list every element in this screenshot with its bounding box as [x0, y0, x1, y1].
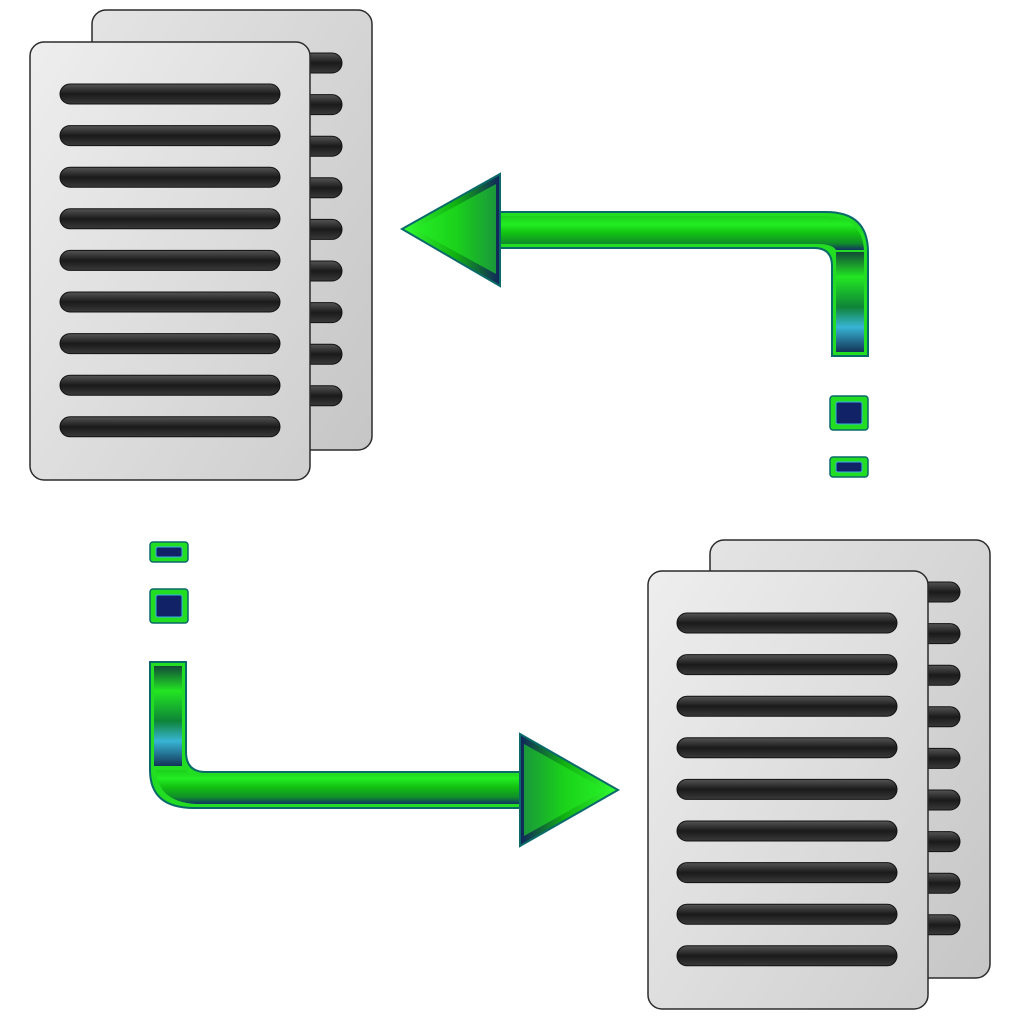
text-line — [676, 862, 898, 884]
text-line — [59, 291, 281, 313]
front-page — [29, 41, 311, 481]
arrow-dot — [829, 456, 869, 478]
text-line — [676, 654, 898, 676]
text-line — [59, 374, 281, 396]
front-page — [647, 570, 929, 1010]
bottom-right-document-stack — [647, 539, 991, 1010]
text-line — [676, 903, 898, 925]
text-line — [59, 83, 281, 105]
arrow-to-top-left-documents — [399, 172, 869, 478]
text-line — [59, 416, 281, 438]
arrow-dot — [149, 541, 189, 563]
top-left-document-stack — [29, 9, 373, 481]
text-line — [676, 778, 898, 800]
text-line — [59, 249, 281, 271]
text-line — [59, 333, 281, 355]
text-line — [676, 737, 898, 759]
text-line — [59, 208, 281, 230]
text-line — [59, 125, 281, 147]
text-line — [676, 695, 898, 717]
arrow-to-bottom-right-documents — [149, 541, 621, 848]
text-line — [676, 612, 898, 634]
text-line — [676, 945, 898, 967]
text-line — [59, 166, 281, 188]
arrow-dot — [149, 588, 189, 624]
text-line — [676, 820, 898, 842]
arrow-dot — [829, 395, 869, 431]
